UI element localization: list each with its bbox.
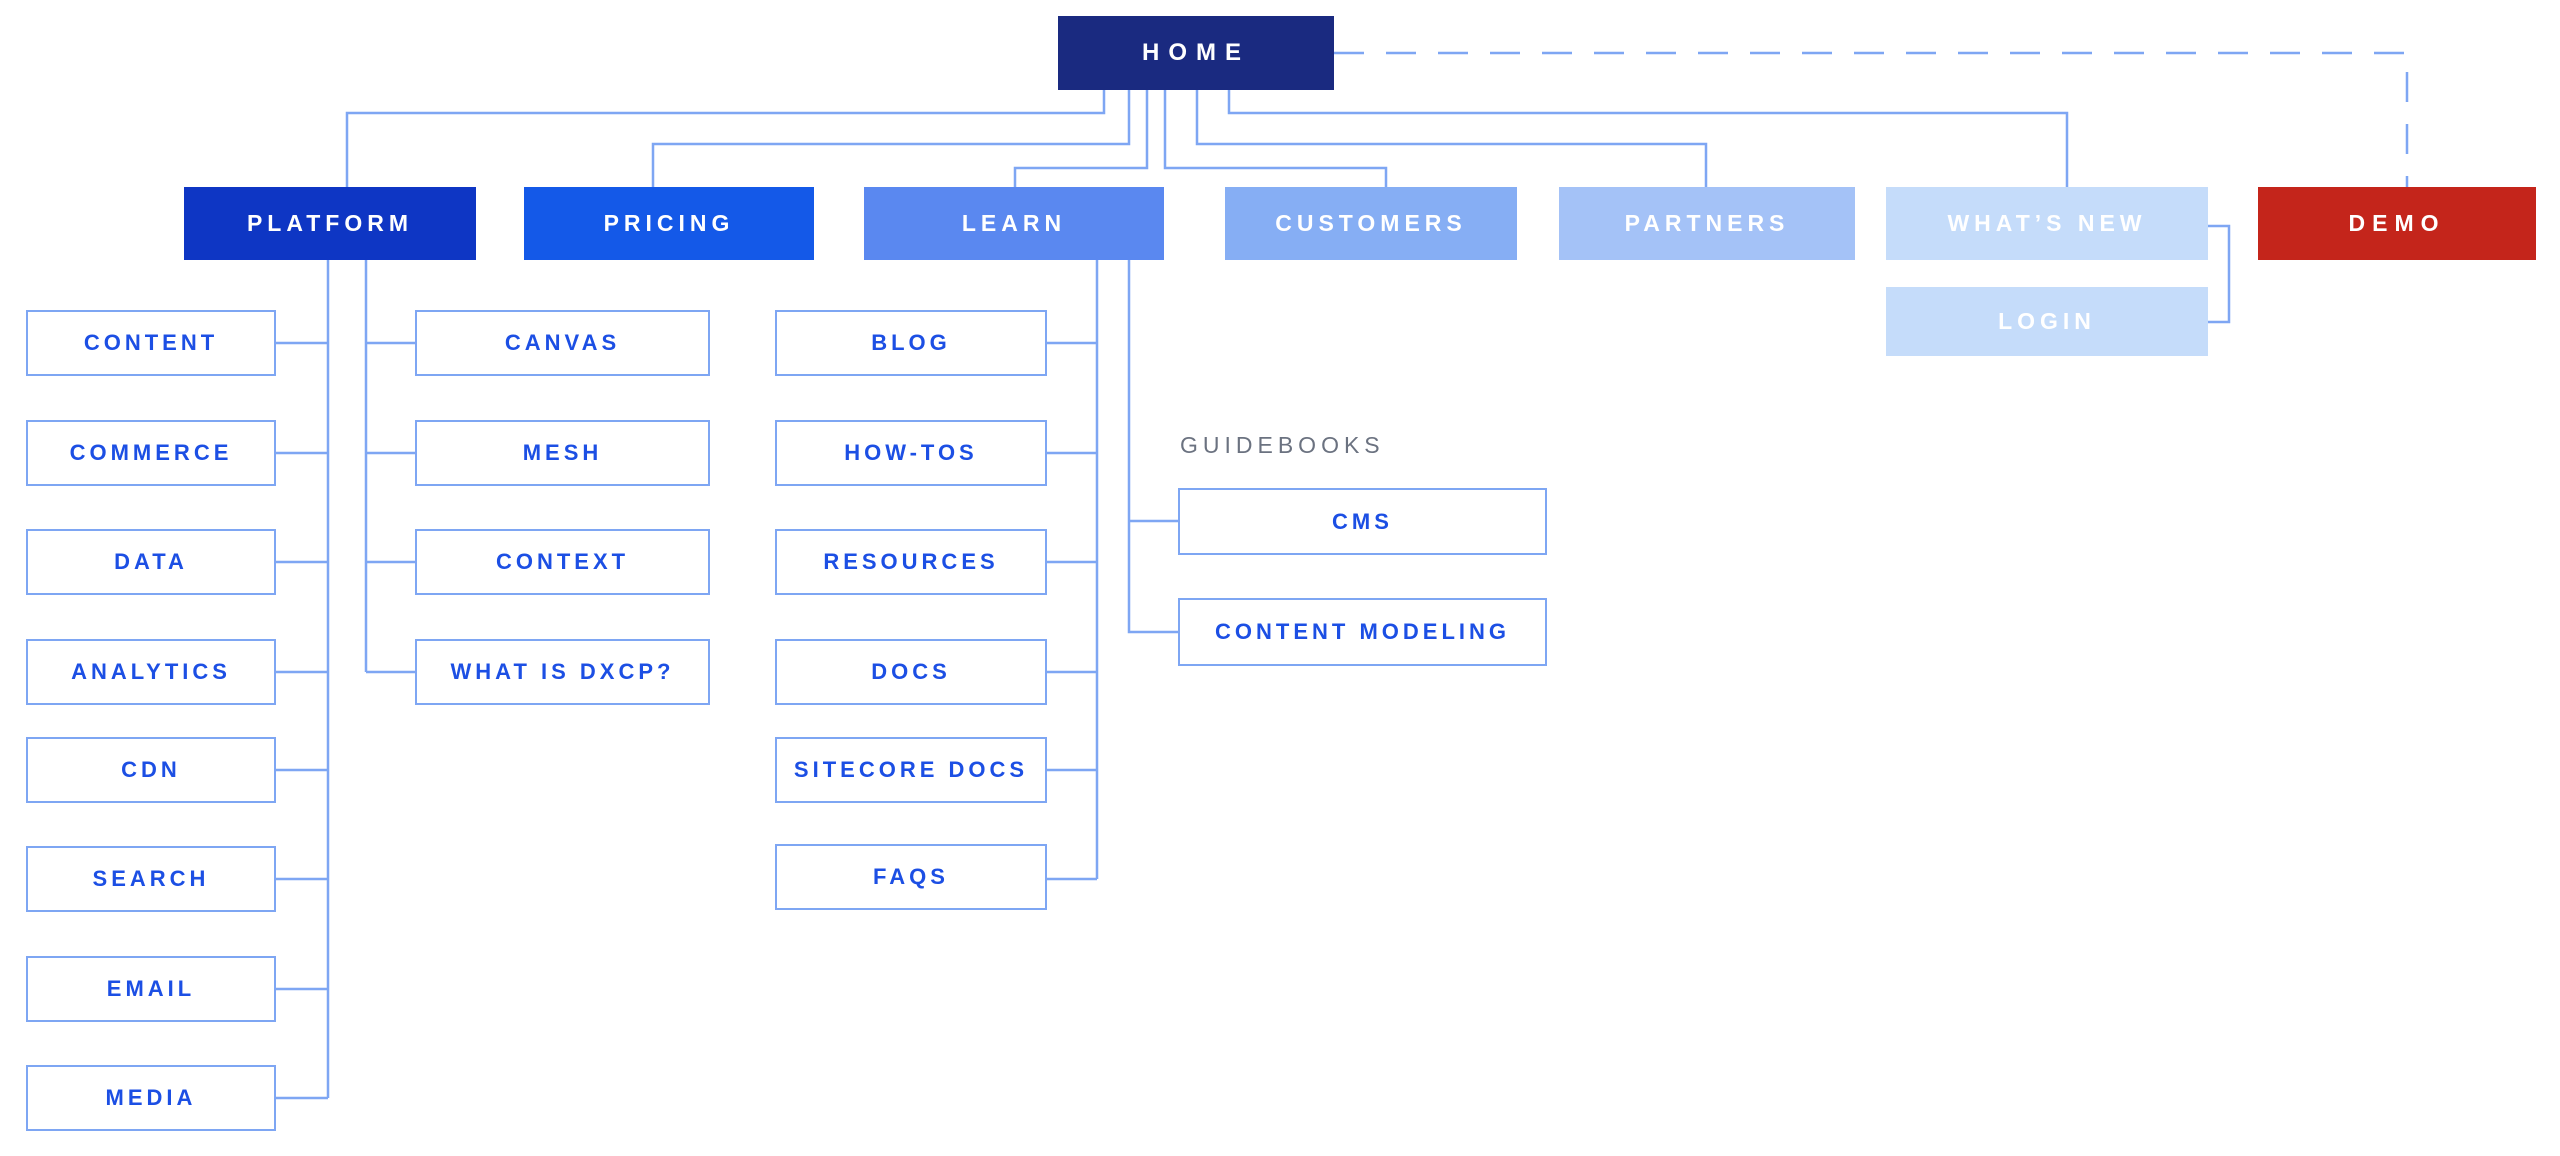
home-to-demo-dashed-connector [1334, 51, 2409, 187]
node-context-label: CONTEXT [495, 549, 630, 574]
node-faqs-label: FAQS [873, 864, 949, 889]
node-whats-new-label: WHAT’S NEW [1947, 210, 2147, 236]
learn-guidebooks-connectors [1127, 260, 1178, 634]
node-demo-label: DEMO [2348, 210, 2446, 236]
node-faqs[interactable]: FAQS [775, 844, 1047, 910]
node-search[interactable]: SEARCH [26, 846, 276, 912]
node-login[interactable]: LOGIN [1886, 287, 2208, 356]
node-mesh-label: MESH [522, 440, 603, 465]
node-resources[interactable]: RESOURCES [775, 529, 1047, 595]
node-mesh[interactable]: MESH [415, 420, 710, 486]
node-blog[interactable]: BLOG [775, 310, 1047, 376]
node-how-tos-label: HOW-TOS [844, 440, 978, 465]
node-email-label: EMAIL [106, 976, 196, 1001]
node-media[interactable]: MEDIA [26, 1065, 276, 1131]
node-what-is-dxcp-label: WHAT IS DXCP? [450, 659, 675, 684]
node-learn[interactable]: LEARN [864, 187, 1164, 260]
learn-items-connectors [1047, 260, 1099, 881]
node-blog-label: BLOG [871, 330, 951, 355]
node-search-label: SEARCH [92, 866, 210, 891]
node-platform-label: PLATFORM [246, 210, 414, 236]
node-pricing[interactable]: PRICING [524, 187, 814, 260]
node-customers[interactable]: CUSTOMERS [1225, 187, 1517, 260]
node-cdn[interactable]: CDN [26, 737, 276, 803]
node-content-modeling[interactable]: CONTENT MODELING [1178, 598, 1547, 666]
node-learn-label: LEARN [961, 210, 1067, 236]
node-how-tos[interactable]: HOW-TOS [775, 420, 1047, 486]
platform-modules-connectors [276, 260, 330, 1100]
node-what-is-dxcp[interactable]: WHAT IS DXCP? [415, 639, 710, 705]
node-customers-label: CUSTOMERS [1275, 210, 1467, 236]
node-sitecore-docs-label: SITECORE DOCS [793, 757, 1029, 782]
guidebooks-group-label: GUIDEBOOKS [1180, 432, 1385, 458]
node-data-label: DATA [114, 549, 188, 574]
node-email[interactable]: EMAIL [26, 956, 276, 1022]
node-context[interactable]: CONTEXT [415, 529, 710, 595]
node-docs-label: DOCS [871, 659, 951, 684]
node-commerce[interactable]: COMMERCE [26, 420, 276, 486]
node-content[interactable]: CONTENT [26, 310, 276, 376]
node-login-label: LOGIN [1998, 308, 2096, 334]
node-analytics-label: ANALYTICS [71, 659, 231, 684]
node-commerce-label: COMMERCE [69, 440, 233, 465]
node-cms-label: CMS [1332, 508, 1393, 534]
node-docs[interactable]: DOCS [775, 639, 1047, 705]
node-media-label: MEDIA [105, 1085, 197, 1110]
node-partners[interactable]: PARTNERS [1559, 187, 1855, 260]
node-platform[interactable]: PLATFORM [184, 187, 476, 260]
node-whats-new[interactable]: WHAT’S NEW [1886, 187, 2208, 260]
node-canvas[interactable]: CANVAS [415, 310, 710, 376]
node-analytics[interactable]: ANALYTICS [26, 639, 276, 705]
node-data[interactable]: DATA [26, 529, 276, 595]
node-demo[interactable]: DEMO [2258, 187, 2536, 260]
node-sitecore-docs[interactable]: SITECORE DOCS [775, 737, 1047, 803]
node-home-label: HOME [1142, 39, 1250, 66]
home-to-nav-connectors [345, 51, 2409, 187]
node-content-label: CONTENT [83, 330, 219, 355]
node-home[interactable]: HOME [1058, 16, 1334, 90]
node-cdn-label: CDN [121, 757, 181, 782]
node-canvas-label: CANVAS [504, 330, 621, 355]
node-cms[interactable]: CMS [1178, 488, 1547, 555]
node-partners-label: PARTNERS [1624, 210, 1790, 236]
whatsnew-login-bracket [2208, 224, 2231, 324]
node-content-modeling-label: CONTENT MODELING [1215, 619, 1510, 644]
node-pricing-label: PRICING [603, 210, 735, 236]
platform-products-connectors [364, 260, 415, 674]
node-resources-label: RESOURCES [823, 549, 999, 574]
